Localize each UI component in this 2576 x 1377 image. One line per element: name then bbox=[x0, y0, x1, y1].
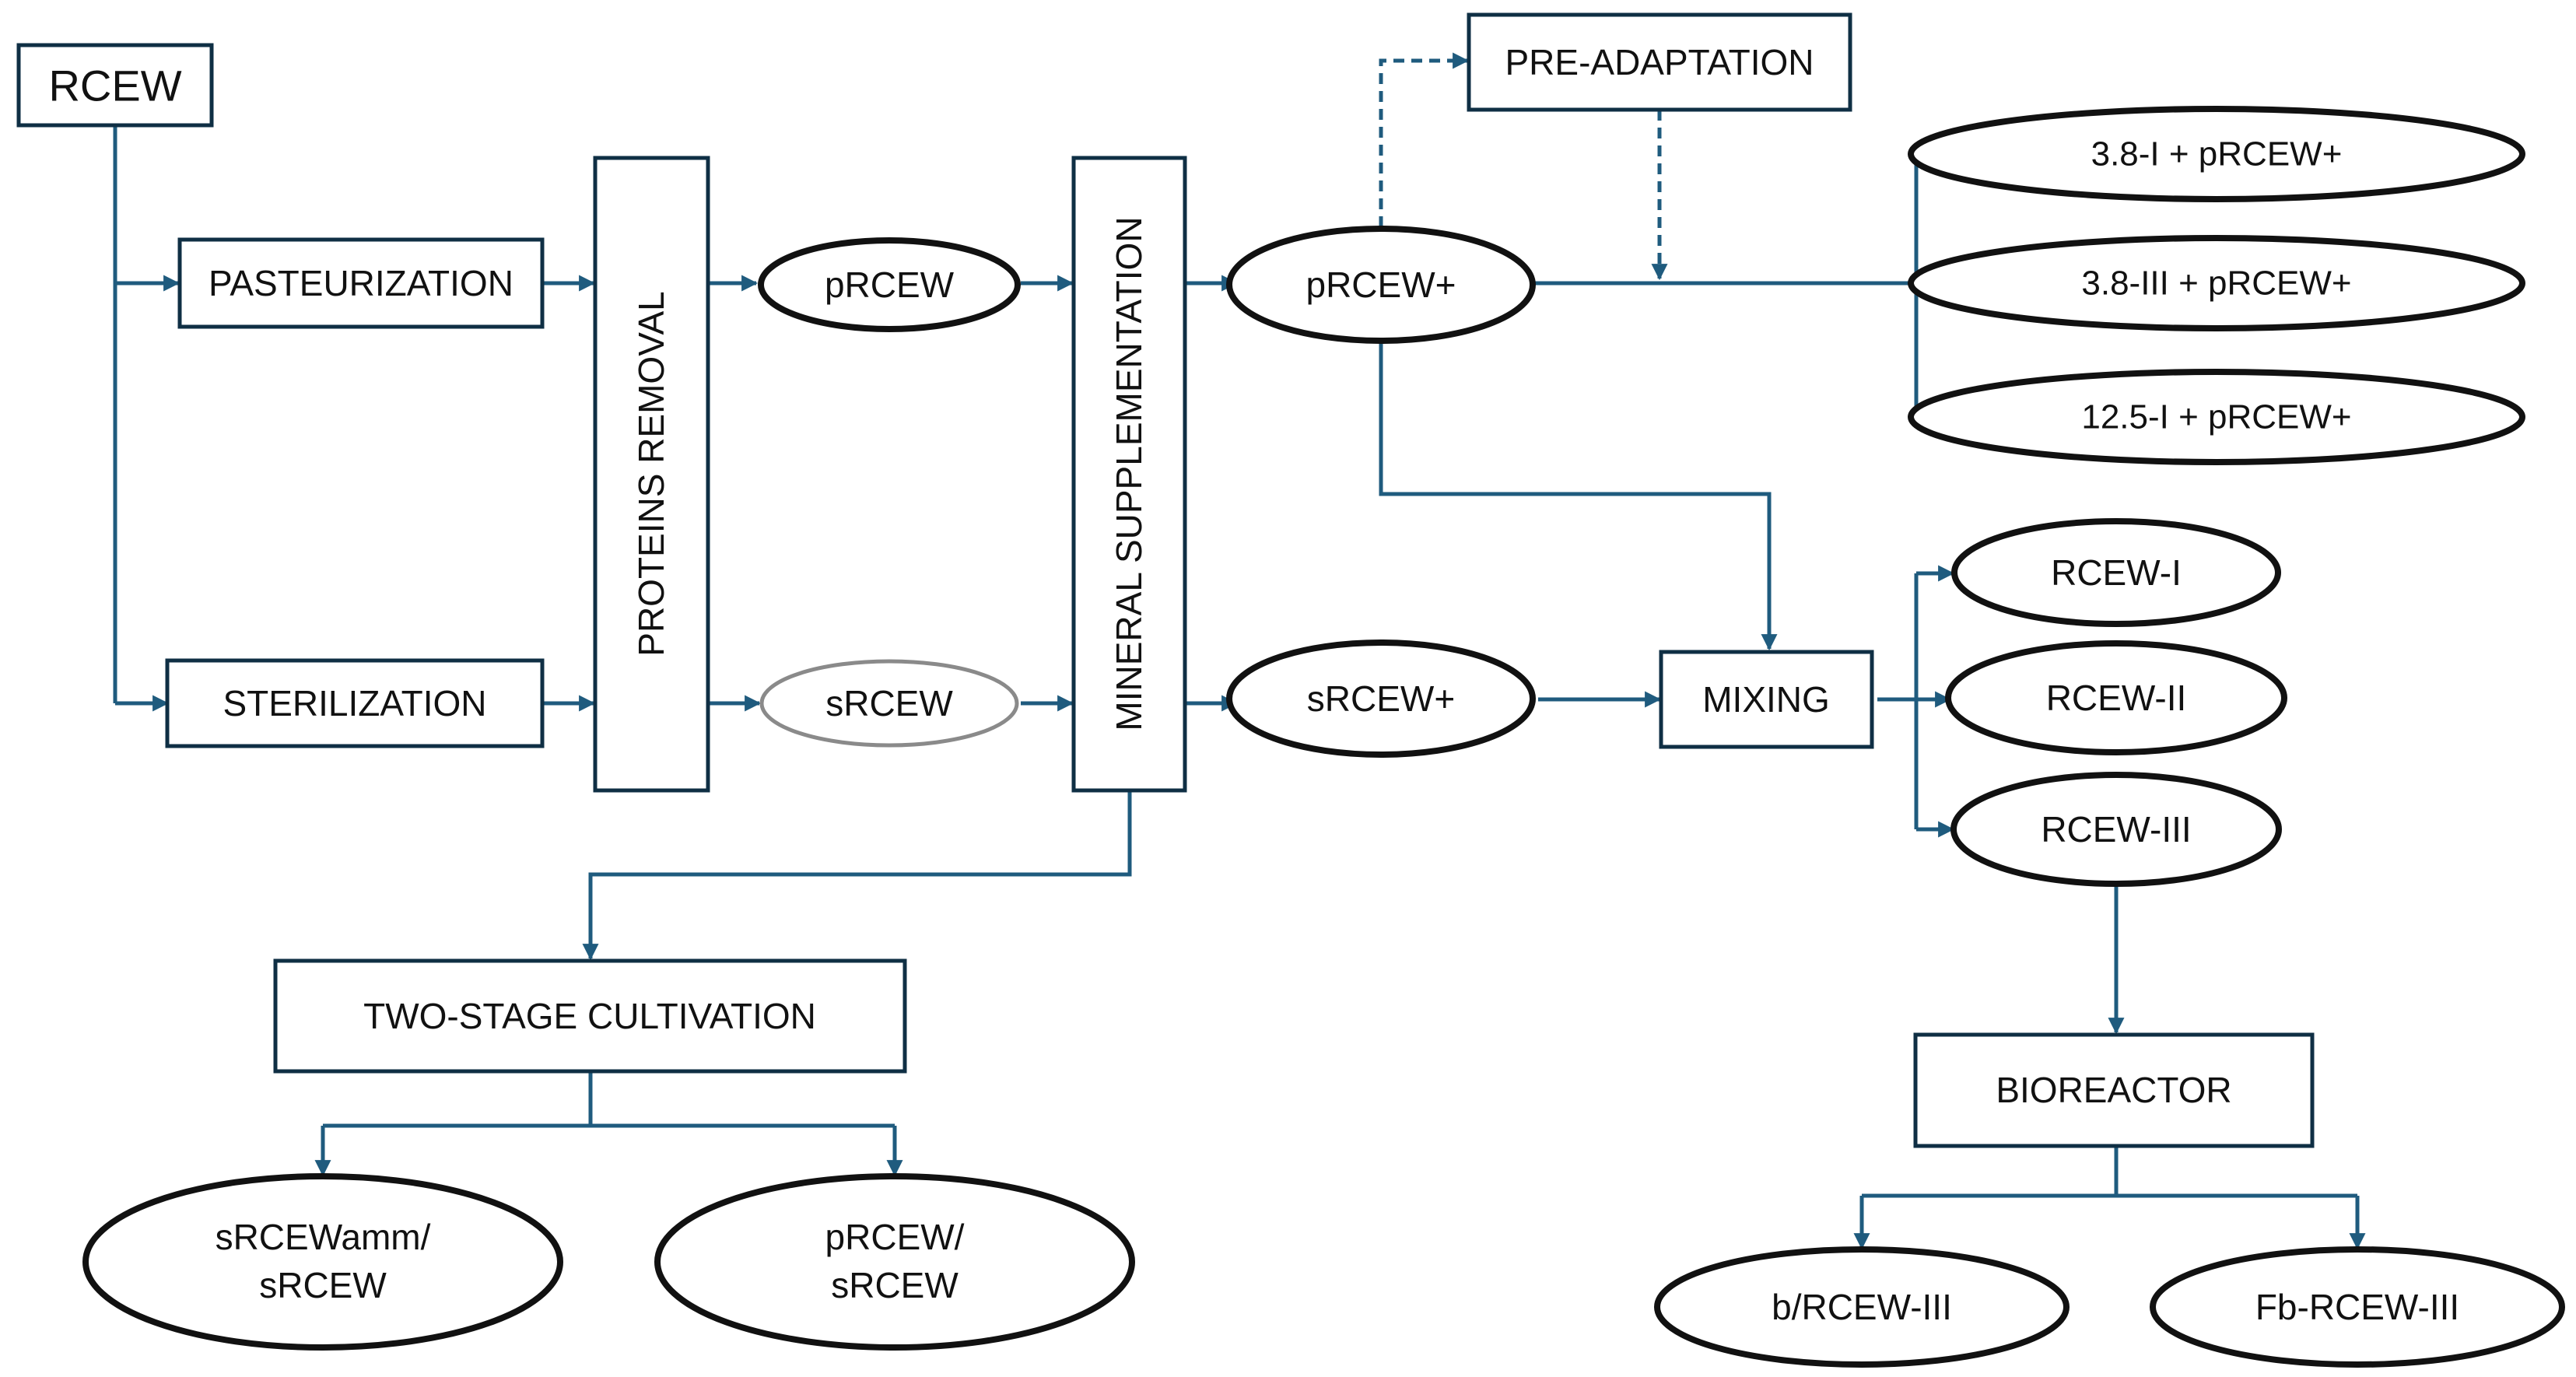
arrow-prcew-plus-to-pre-adaptation bbox=[1379, 52, 1470, 227]
b-rcew-iii-ellipse bbox=[1654, 1246, 2070, 1368]
pre-adaptation-box bbox=[1467, 12, 1852, 112]
bioreactor-label: BIOREACTOR bbox=[1996, 1070, 2231, 1110]
prcew-plus-label: pRCEW+ bbox=[1306, 265, 1456, 305]
srcew-ellipse bbox=[759, 659, 1019, 748]
rcew-ii-ellipse bbox=[1945, 640, 2287, 755]
srcewamm-label-line2: sRCEW bbox=[259, 1265, 387, 1305]
process-boxes bbox=[16, 12, 2315, 1148]
sterilization-label: STERILIZATION bbox=[223, 683, 486, 724]
prcew-plus-ellipse bbox=[1226, 226, 1536, 344]
srcew-plus-label: sRCEW+ bbox=[1307, 678, 1455, 719]
product-ellipses bbox=[82, 106, 2565, 1368]
strain-3-8-i-ellipse bbox=[1908, 106, 2525, 202]
strain-3-8-iii-ellipse bbox=[1908, 235, 2525, 331]
b-rcew-iii-label: b/RCEW-III bbox=[1772, 1287, 1952, 1327]
fb-rcew-iii-label: Fb-RCEW-III bbox=[2255, 1287, 2459, 1327]
bioreactor-box bbox=[1913, 1032, 2315, 1148]
srcew-label: sRCEW bbox=[825, 683, 953, 724]
pasteurization-box bbox=[177, 237, 545, 329]
strain-3-8-i-label: 3.8-I + pRCEW+ bbox=[2091, 135, 2343, 173]
prcew-ellipse bbox=[758, 237, 1021, 332]
two-stage-cultivation-label: TWO-STAGE CULTIVATION bbox=[363, 996, 816, 1036]
fb-rcew-iii-ellipse bbox=[2150, 1246, 2565, 1368]
prcew-srcew-ellipse bbox=[654, 1173, 1135, 1351]
strain-12-5-i-label: 12.5-I + pRCEW+ bbox=[2081, 398, 2351, 436]
srcewamm-ellipse bbox=[82, 1173, 563, 1351]
prcew-srcew-label-line2: sRCEW bbox=[831, 1265, 959, 1305]
mixing-label: MIXING bbox=[1702, 679, 1830, 720]
two-stage-cultivation-box bbox=[273, 958, 907, 1074]
mineral-supplementation-label: MINERAL SUPPLEMENTATION bbox=[1109, 216, 1149, 731]
rcew-iii-label: RCEW-III bbox=[2041, 809, 2191, 850]
pre-adaptation-label: PRE-ADAPTATION bbox=[1505, 42, 1814, 82]
strain-12-5-i-ellipse bbox=[1908, 369, 2525, 465]
prcew-label: pRCEW bbox=[825, 265, 955, 305]
rcew-ii-label: RCEW-II bbox=[2046, 678, 2187, 718]
strain-3-8-iii-label: 3.8-III + pRCEW+ bbox=[2081, 265, 2351, 303]
mineral-supplementation-box bbox=[1071, 156, 1187, 793]
labels: RCEW PASTEURIZATION STERILIZATION PROTEI… bbox=[48, 42, 2459, 1327]
pasteurization-label: PASTEURIZATION bbox=[209, 263, 513, 303]
arrow-prcew-plus-to-mixing bbox=[1379, 341, 1778, 651]
rcew-iii-ellipse bbox=[1950, 772, 2282, 887]
sterilization-box bbox=[165, 658, 545, 748]
rcew-box bbox=[16, 43, 214, 128]
rcew-i-ellipse bbox=[1951, 518, 2281, 627]
proteins-removal-box bbox=[593, 156, 710, 793]
srcew-plus-ellipse bbox=[1226, 639, 1536, 758]
srcewamm-label-line1: sRCEWamm/ bbox=[216, 1217, 431, 1257]
rcew-label: RCEW bbox=[48, 61, 181, 110]
prcew-srcew-label-line1: pRCEW/ bbox=[825, 1217, 965, 1257]
proteins-removal-label: PROTEINS REMOVAL bbox=[631, 291, 671, 656]
mixing-box bbox=[1659, 650, 1874, 749]
arrow-mineral-to-two-stage bbox=[582, 791, 1132, 961]
rcew-i-label: RCEW-I bbox=[2051, 552, 2182, 593]
